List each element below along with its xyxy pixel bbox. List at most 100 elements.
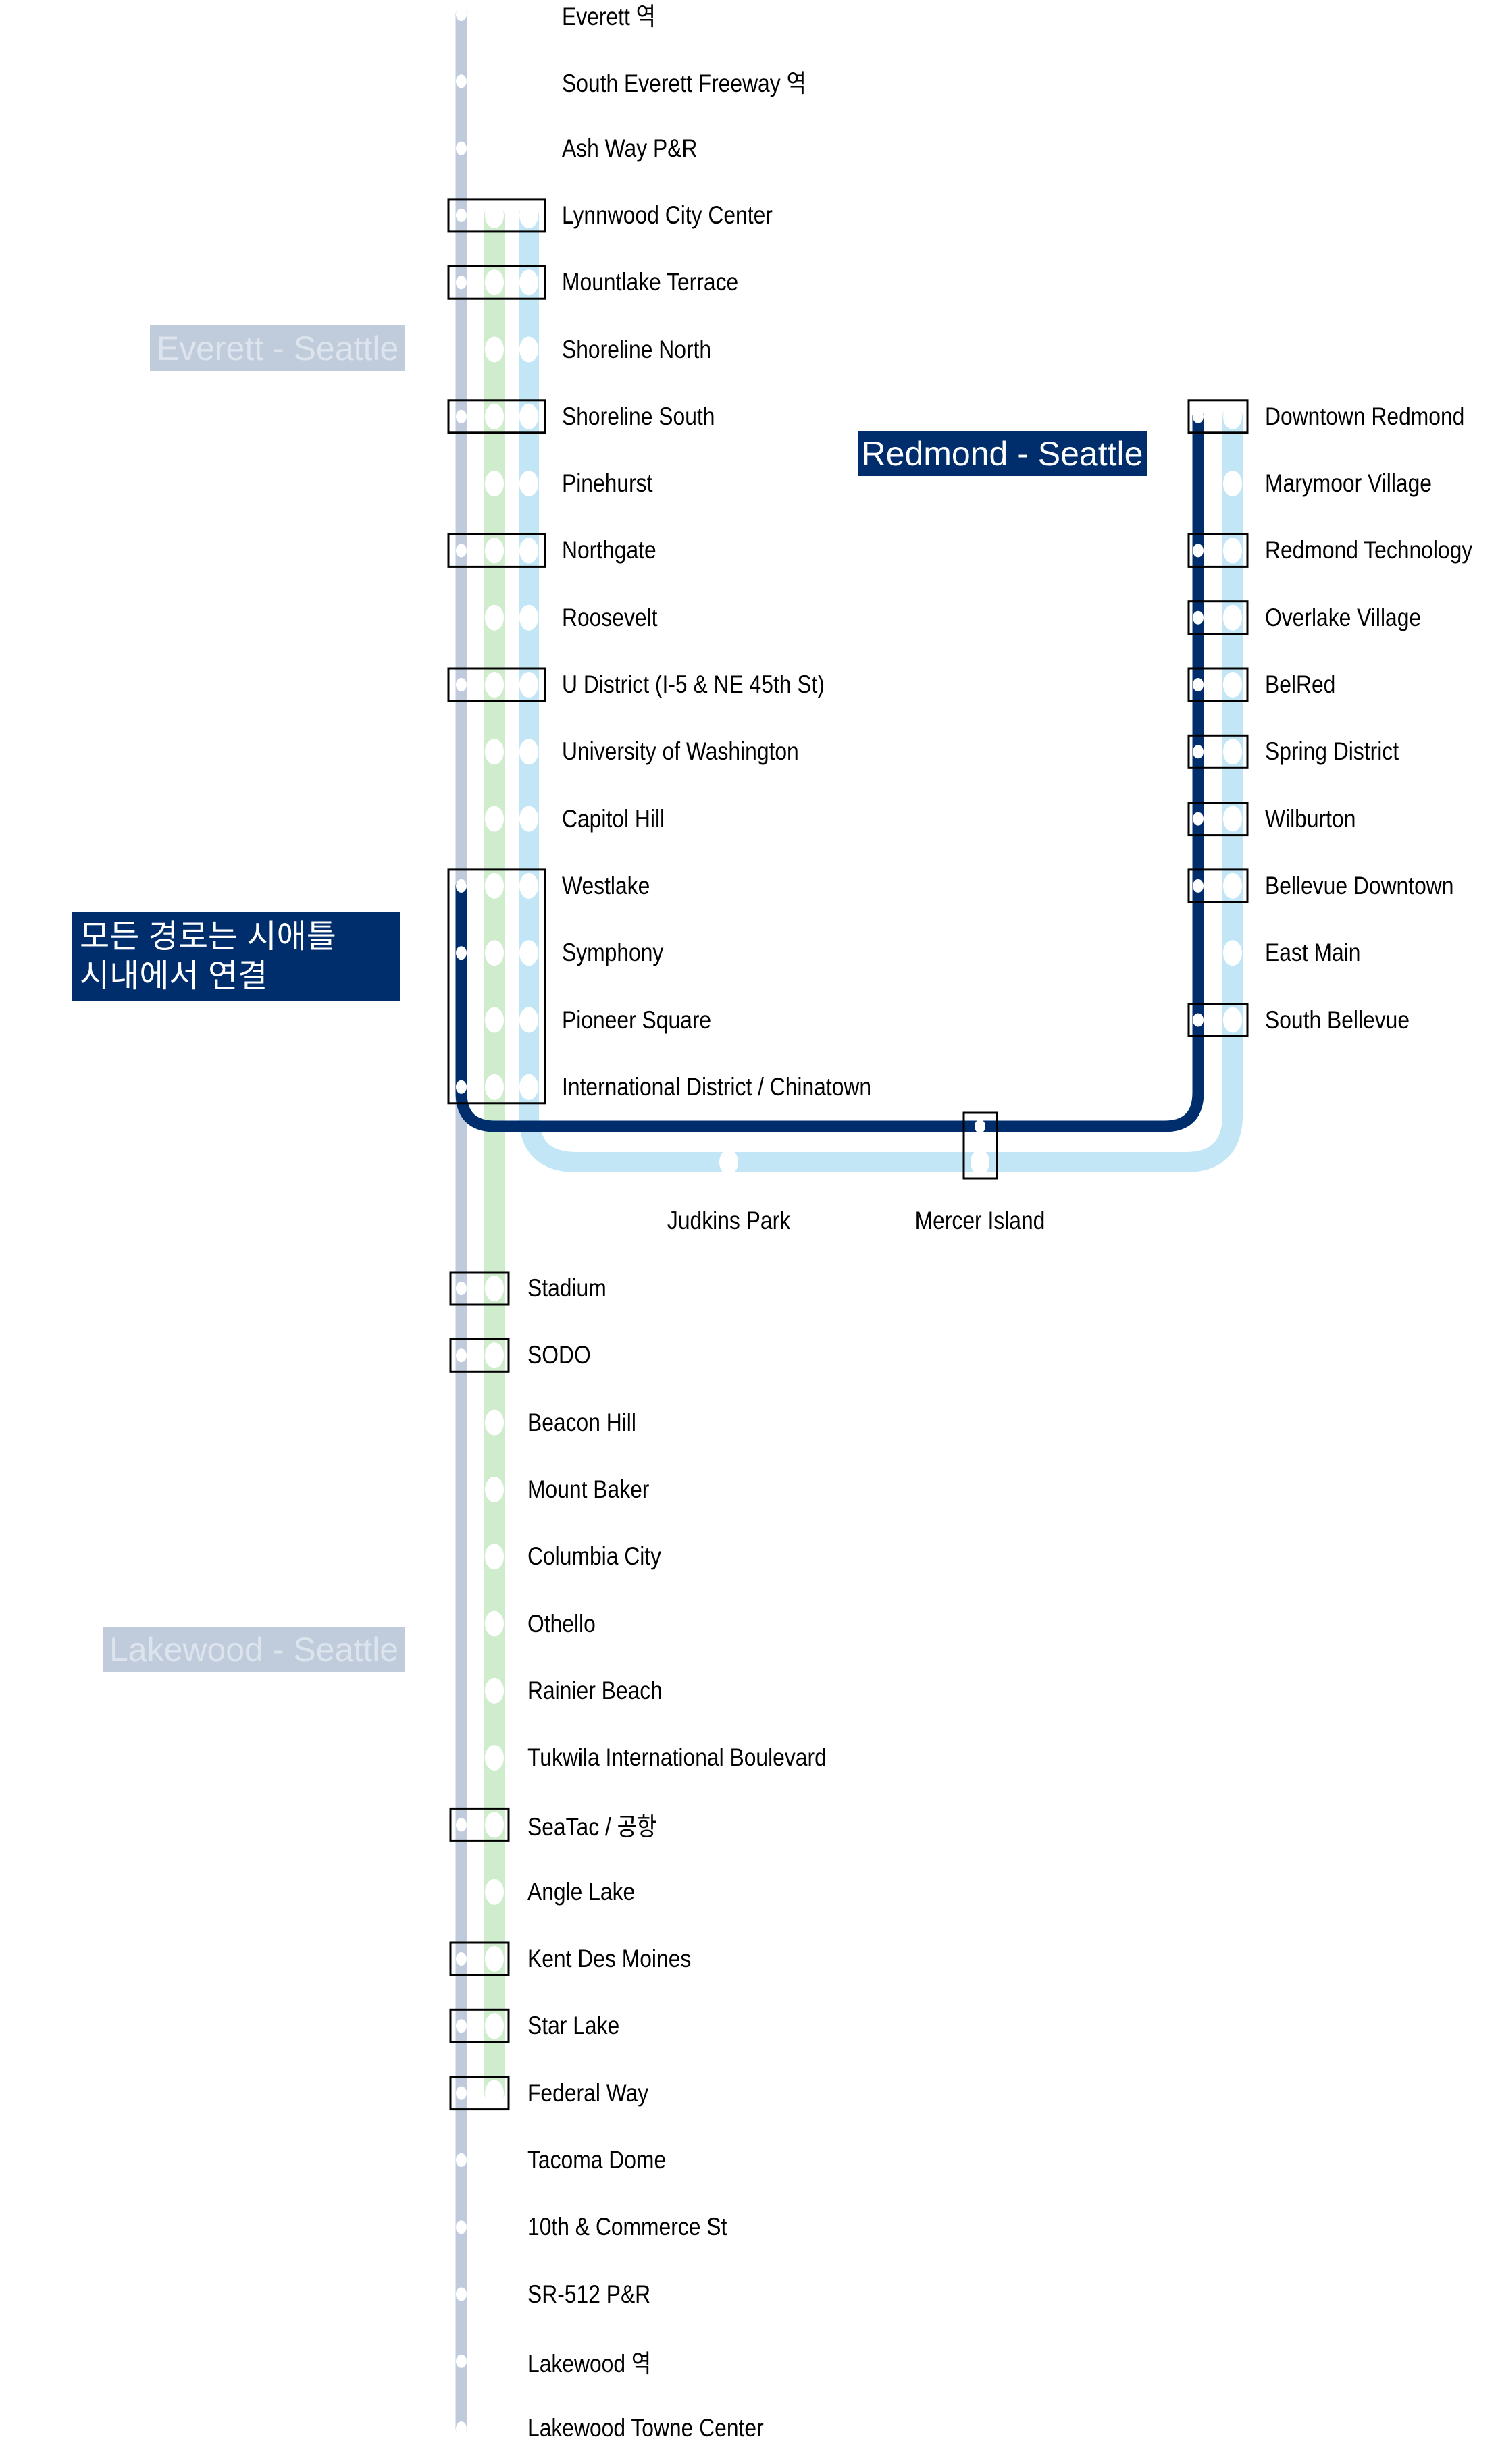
transfer-box [447, 667, 546, 702]
station-dot [971, 1149, 989, 1175]
station-dot [1193, 409, 1204, 423]
station-dot [485, 538, 504, 564]
downtown-transfer-box [447, 868, 546, 1105]
station-label: University of Washington [562, 737, 799, 766]
station-label: East Main [1265, 939, 1361, 967]
station-dot [456, 678, 467, 691]
station-dot [485, 940, 504, 966]
station-label: Marymoor Village [1265, 469, 1432, 498]
station-dot [1223, 403, 1242, 429]
station-label: Overlake Village [1265, 603, 1422, 631]
station-dot [519, 872, 538, 899]
station-dot [1223, 672, 1242, 698]
station-label: Lakewood Towne Center [527, 2414, 764, 2442]
station-label: Mount Baker [527, 1475, 650, 1503]
transfer-box [449, 1941, 510, 1976]
station-dot [456, 2153, 467, 2167]
station-dot [456, 2019, 467, 2033]
station-label: Tukwila International Boulevard [527, 1744, 827, 1772]
station-label: International District / Chinatown [562, 1072, 872, 1101]
station-label: Kent Des Moines [527, 1945, 692, 1972]
station-label: SeaTac / 공항 [527, 1813, 657, 1841]
station-dot [1223, 940, 1242, 966]
station-dot [456, 7, 467, 21]
station-dot [485, 1544, 504, 1570]
station-dot [485, 1879, 504, 1905]
station-dot [485, 1610, 504, 1637]
station-dot [485, 1476, 504, 1502]
station-label: South Everett Freeway 역 [562, 70, 806, 98]
redmond-light-line [519, 205, 1243, 1172]
station-dot [485, 1677, 504, 1704]
station-dot [485, 2013, 504, 2039]
transfer-box [447, 198, 546, 233]
station-dot [485, 1409, 504, 1436]
station-dot [456, 276, 467, 290]
station-dot [519, 403, 538, 429]
station-dot [519, 739, 538, 765]
station-dot [456, 208, 467, 222]
station-label: Ash Way P&R [562, 134, 698, 162]
transfer-box [449, 1807, 510, 1842]
station-dot [485, 1074, 504, 1100]
station-label: SR-512 P&R [527, 2280, 651, 2308]
station-dot [975, 1120, 985, 1133]
station-label: Shoreline North [562, 335, 712, 363]
station-dot [485, 403, 504, 429]
station-dot [1223, 471, 1242, 497]
station-dots [456, 7, 1242, 2436]
station-label: Beacon Hill [527, 1408, 636, 1436]
station-dot [519, 604, 538, 631]
transfer-box [449, 1338, 510, 1373]
station-dot [1193, 610, 1204, 625]
route-label-redmond-seattle-text: Redmond - Seattle [861, 434, 1143, 473]
station-dot [485, 672, 504, 698]
station-dot [485, 1812, 504, 1838]
station-label: Bellevue Downtown [1265, 871, 1454, 899]
station-dot [485, 1276, 504, 1301]
route-label-everett-seattle: Everett - Seattle [150, 325, 405, 371]
station-dot [1223, 538, 1242, 564]
station-label: Westlake [562, 871, 650, 899]
station-dot [719, 1149, 738, 1175]
station-dot [456, 141, 467, 155]
station-dot [456, 879, 467, 893]
station-dot [456, 2421, 467, 2436]
station-dot [456, 409, 467, 423]
station-dot [456, 74, 467, 88]
station-dot [485, 1342, 504, 1369]
station-dot [1193, 879, 1204, 893]
station-label: Federal Way [527, 2078, 649, 2107]
transfer-box [1187, 667, 1249, 702]
route-lines [455, 8, 1243, 2434]
station-label: Judkins Park [667, 1207, 791, 1234]
downtown-note-line-1: 모든 경로는 시애틀 [80, 919, 336, 955]
station-label: U District (I-5 & NE 45th St) [562, 671, 825, 698]
station-label: Redmond Technology [1265, 536, 1473, 565]
transfer-box [449, 1271, 510, 1306]
station-dot [456, 1080, 467, 1094]
station-label: Everett 역 [562, 3, 656, 30]
station-dot [485, 1007, 504, 1033]
station-label: BelRed [1265, 671, 1336, 698]
downtown-note-line-2: 시내에서 연결 [80, 958, 268, 994]
station-dot [519, 940, 538, 966]
station-dot [1193, 544, 1204, 558]
station-dot [1193, 678, 1204, 691]
station-label: Othello [527, 1609, 596, 1637]
station-dot [1223, 872, 1242, 899]
station-dot [456, 2287, 467, 2301]
station-label: South Bellevue [1265, 1005, 1410, 1034]
station-dot [1223, 604, 1242, 631]
station-dot [1223, 1007, 1242, 1033]
station-label: Symphony [562, 939, 664, 967]
station-dot [485, 1745, 504, 1771]
station-label: Mercer Island [914, 1207, 1045, 1234]
station-label: Angle Lake [527, 1877, 636, 1906]
station-dot [456, 946, 467, 960]
station-dot [485, 336, 504, 363]
station-dot [485, 872, 504, 899]
transfer-box [447, 399, 546, 434]
station-label: Northgate [562, 536, 656, 565]
